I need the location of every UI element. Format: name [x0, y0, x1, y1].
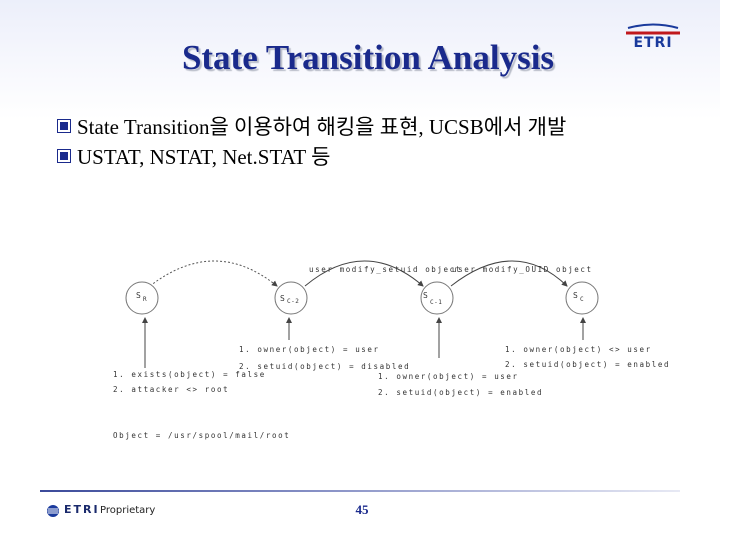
- transition-arc-ouid: [450, 260, 568, 287]
- svg-text:S: S: [136, 291, 141, 300]
- etri-footer-logo-icon: [47, 505, 59, 517]
- etri-logo-icon: ETRI: [626, 23, 680, 51]
- state-sc1: S C-1: [420, 281, 454, 315]
- object-note: Object = /usr/spool/mail/root: [113, 431, 290, 440]
- page-number: 45: [355, 502, 369, 517]
- bullet-text: State Transition을 이용하여 해킹을 표현, UCSB에서 개발: [77, 115, 567, 139]
- svg-text:S: S: [423, 291, 428, 300]
- assertion-text: 2. setuid(object) = enabled: [505, 360, 670, 369]
- action-label: user modify_OUID object: [452, 265, 593, 274]
- action-label: user modify_setuid object: [309, 265, 462, 274]
- square-bullet-icon: [57, 149, 71, 163]
- footer-brand: ETRI: [64, 503, 100, 516]
- svg-text:R: R: [143, 296, 147, 303]
- bullet-item: State Transition을 이용하여 해킹을 표현, UCSB에서 개발: [57, 112, 677, 142]
- svg-text:ETRI: ETRI: [633, 35, 672, 51]
- assertion-text: 2. attacker <> root: [113, 385, 229, 394]
- state-sc: S C: [565, 281, 599, 315]
- svg-text:S: S: [573, 291, 578, 300]
- svg-text:C-2: C-2: [287, 298, 299, 305]
- transition-arc-setuid: [304, 260, 424, 287]
- state-sr: S R: [125, 281, 159, 315]
- slide-title: State Transition Analysis: [181, 38, 555, 77]
- svg-text:S: S: [280, 294, 285, 303]
- svg-text:C: C: [580, 296, 584, 303]
- bullet-list: State Transition을 이용하여 해킹을 표현, UCSB에서 개발…: [57, 112, 677, 172]
- state-transition-diagram: user modify_setuid object user modify_OU…: [113, 260, 669, 440]
- transition-arc-dotted: [149, 260, 278, 287]
- svg-text:C-1: C-1: [430, 299, 442, 306]
- state-sc2: S C-2: [274, 281, 308, 315]
- bullet-text: USTAT, NSTAT, Net.STAT 등: [77, 145, 331, 169]
- assertion-text: 1. owner(object) = user: [239, 345, 380, 354]
- assertion-text: 2. setuid(object) = enabled: [378, 388, 543, 397]
- footer-proprietary: Proprietary: [100, 505, 156, 516]
- assertion-text: 1. exists(object) = false: [113, 370, 266, 379]
- header-background: [0, 0, 720, 120]
- assertion-text: 1. owner(object) <> user: [505, 345, 652, 354]
- assertion-text: 2. setuid(object) = disabled: [239, 362, 410, 371]
- bullet-item: USTAT, NSTAT, Net.STAT 등: [57, 142, 677, 172]
- square-bullet-icon: [57, 119, 71, 133]
- assertion-text: 1. owner(object) = user: [378, 372, 519, 381]
- footer-divider: [40, 490, 680, 492]
